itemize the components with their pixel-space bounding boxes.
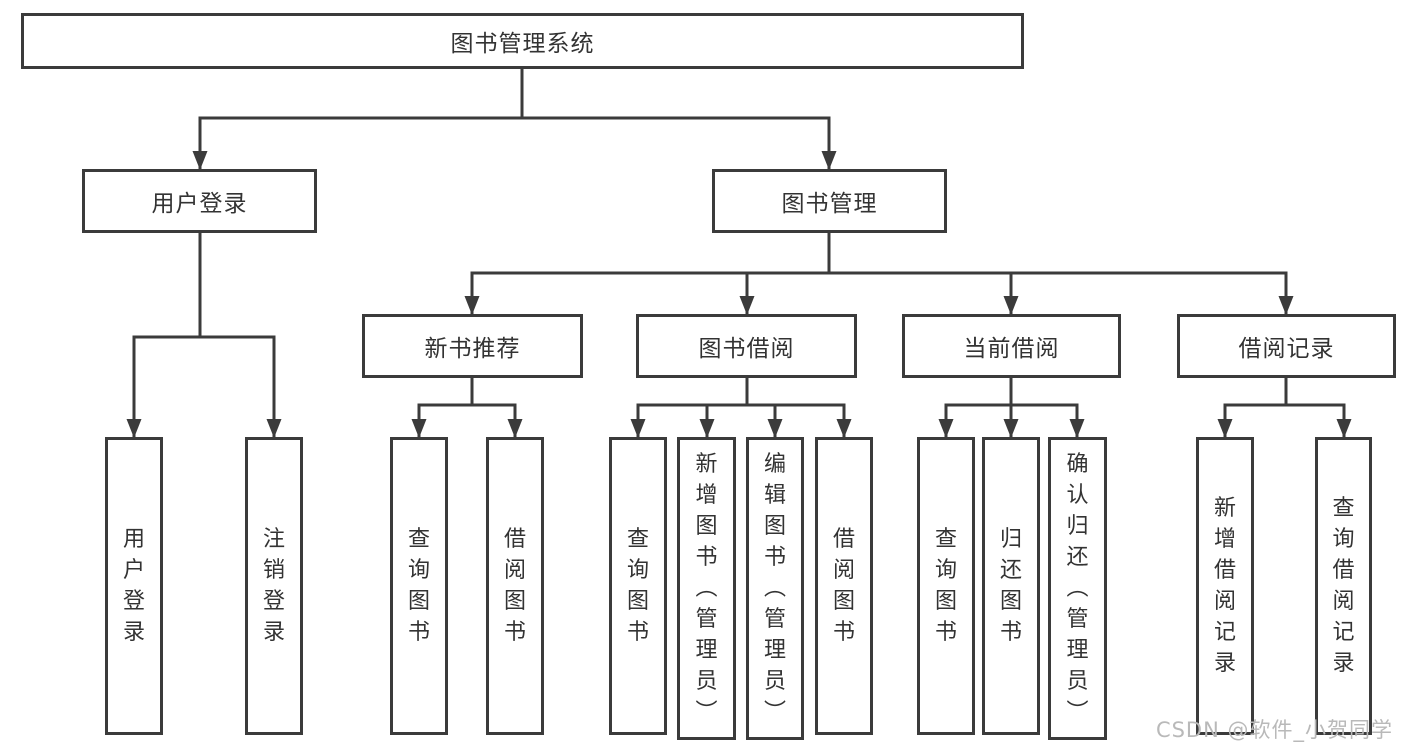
vertical-label-char: 图 [999,589,1022,614]
vertical-label-char: 书 [934,620,957,645]
vertical-label-char: 借 [1213,558,1236,583]
vertical-label-char: 查 [626,527,649,552]
vertical-label-char: ︵ [1066,576,1089,601]
vertical-label-char: 图 [832,589,855,614]
vertical-label-char: 阅 [1332,589,1355,614]
node-leaf-confirm-return-admin: 确认归还 ︵ 管理员 ︶ [1048,437,1107,740]
vertical-label-char: 注 [262,527,285,552]
vertical-label-char: 图 [503,589,526,614]
vertical-label-char: 员 [763,669,786,694]
vertical-label-char: 销 [262,558,285,583]
vertical-label-char: 理 [695,638,718,663]
vertical-label-char: 借 [503,527,526,552]
vertical-label-char: 书 [626,620,649,645]
vertical-label-char: 管 [1066,607,1089,632]
vertical-label-char: 记 [1332,620,1355,645]
vertical-label-char: 书 [832,620,855,645]
node-leaf-borrow-books-recommend: 借阅图书 [486,437,544,735]
vertical-label-char: 图 [407,589,430,614]
vertical-label-char: 阅 [1213,589,1236,614]
node-leaf-add-borrow-record: 新增借阅记录 [1196,437,1254,735]
vertical-label-char: ︵ [695,576,718,601]
node-borrow-records: 借阅记录 [1177,314,1396,378]
vertical-label-char: 询 [626,558,649,583]
node-leaf-query-books-current: 查询图书 [917,437,975,735]
node-leaf-add-book-admin: 新增图书 ︵ 管理员 ︶ [677,437,736,740]
vertical-label-char: 记 [1213,620,1236,645]
vertical-label-char: 书 [999,620,1022,645]
vertical-label-char: 用 [122,527,145,552]
vertical-label-char: 图 [695,514,718,539]
node-leaf-query-borrow-record: 查询借阅记录 [1315,437,1372,735]
vertical-label-char: 辑 [763,483,786,508]
vertical-label-char: 归 [1066,514,1089,539]
vertical-label-char: 确 [1066,452,1089,477]
vertical-label-char: 录 [122,620,145,645]
node-book-borrow: 图书借阅 [636,314,857,378]
vertical-label-char: 图 [626,589,649,614]
vertical-label-char: 书 [407,620,430,645]
vertical-label-char: 还 [999,558,1022,583]
node-new-book-recommend: 新书推荐 [362,314,583,378]
vertical-label-char: 登 [122,589,145,614]
vertical-label-char: 还 [1066,545,1089,570]
vertical-label-char: ︵ [763,576,786,601]
node-current-borrow: 当前借阅 [902,314,1121,378]
vertical-label-char: 新 [1213,496,1236,521]
vertical-label-char: 借 [1332,558,1355,583]
vertical-label-char: 员 [1066,669,1089,694]
vertical-label-char: 书 [695,545,718,570]
node-leaf-return-book: 归还图书 [982,437,1040,735]
vertical-label-char: ︶ [1066,700,1089,725]
vertical-label-char: 阅 [832,558,855,583]
vertical-label-char: 书 [503,620,526,645]
vertical-label-char: 图 [763,514,786,539]
vertical-label-char: 理 [1066,638,1089,663]
vertical-label-char: 阅 [503,558,526,583]
vertical-label-char: ︶ [763,700,786,725]
vertical-label-char: 编 [763,452,786,477]
vertical-label-char: 查 [934,527,957,552]
vertical-label-char: 录 [1213,651,1236,676]
vertical-label-char: 新 [695,452,718,477]
vertical-label-char: 书 [763,545,786,570]
vertical-label-char: 登 [262,589,285,614]
node-book-management: 图书管理 [712,169,947,233]
node-leaf-user-login: 用户登录 [105,437,163,735]
node-leaf-query-books-recommend: 查询图书 [390,437,448,735]
vertical-label-char: 录 [1332,651,1355,676]
vertical-label-char: 员 [695,669,718,694]
vertical-label-char: 询 [1332,527,1355,552]
vertical-label-char: 图 [934,589,957,614]
vertical-label-char: 归 [999,527,1022,552]
vertical-label-char: 录 [262,620,285,645]
vertical-label-char: 认 [1066,483,1089,508]
node-leaf-query-books-borrow: 查询图书 [609,437,667,735]
node-leaf-borrow-books: 借阅图书 [815,437,873,735]
vertical-label-char: 增 [695,483,718,508]
vertical-label-char: 管 [763,607,786,632]
vertical-label-char: 理 [763,638,786,663]
vertical-label-char: 户 [122,558,145,583]
vertical-label-char: 管 [695,607,718,632]
watermark-text: CSDN @软件_小贺同学 [1155,718,1393,742]
vertical-label-char: 查 [407,527,430,552]
node-leaf-logout: 注销登录 [245,437,303,735]
vertical-label-char: 询 [934,558,957,583]
vertical-label-char: 查 [1332,496,1355,521]
node-user-login: 用户登录 [82,169,317,233]
vertical-label-char: 增 [1213,527,1236,552]
vertical-label-char: 询 [407,558,430,583]
node-root-system: 图书管理系统 [21,13,1024,69]
vertical-label-char: ︶ [695,700,718,725]
vertical-label-char: 借 [832,527,855,552]
node-leaf-edit-book-admin: 编辑图书 ︵ 管理员 ︶ [746,437,804,740]
